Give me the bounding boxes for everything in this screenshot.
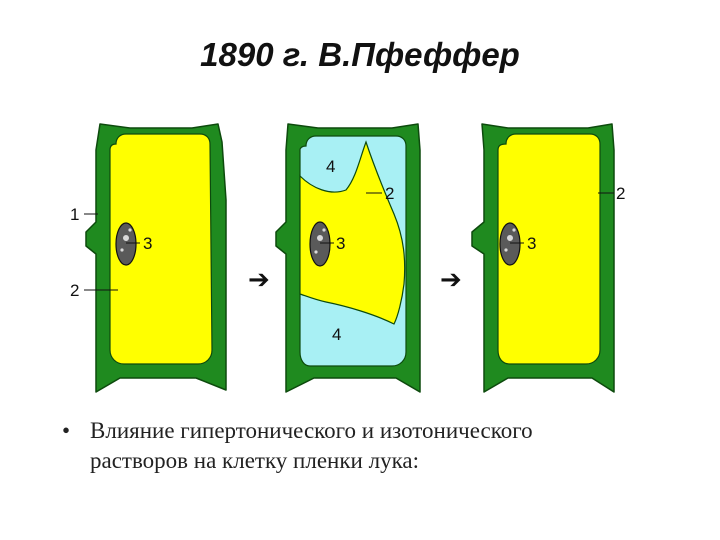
caption-line: растворов на клетку пленки лука:	[90, 448, 419, 473]
cell-1-cytoplasm	[109, 133, 213, 365]
process-arrow-icon: ➔	[440, 265, 462, 295]
cell-3	[471, 123, 615, 393]
bullet-icon: •	[62, 418, 71, 443]
label-vacuole-solution: 4	[332, 325, 341, 344]
caption-line: Влияние гипертонического и изотоническог…	[90, 418, 533, 443]
slide-title: 1890 г. В.Пфеффер	[200, 36, 520, 73]
cell-2-nucleolus	[317, 235, 323, 241]
label-vacuole-solution: 4	[326, 157, 335, 176]
cell-3-nucleus-speck	[512, 228, 516, 232]
cell-3-nucleus-speck	[504, 248, 508, 252]
process-arrow-icon: ➔	[248, 265, 270, 295]
cell-1-nucleus-speck	[128, 228, 132, 232]
label-cytoplasm: 2	[385, 184, 394, 203]
cell-1-nucleus-speck	[120, 248, 124, 252]
cell-3-nucleus	[499, 222, 521, 266]
label-nucleus: 3	[527, 234, 536, 253]
label-nucleus: 3	[336, 234, 345, 253]
cell-1-nucleus	[115, 222, 137, 266]
cell-2-nucleus	[309, 221, 331, 267]
leader-lines	[84, 192, 614, 291]
caption-text: Влияние гипертонического и изотоническог…	[90, 416, 682, 476]
cell-1-nucleolus	[123, 235, 129, 241]
label-nucleus: 3	[143, 234, 152, 253]
cell-3-cytoplasm	[497, 133, 601, 365]
cell-2	[275, 123, 421, 393]
cell-1	[85, 123, 227, 393]
cell-2-protoplast	[299, 140, 406, 325]
cell-3-nucleolus	[507, 235, 513, 241]
caption-bullet-item: • Влияние гипертонического и изотоническ…	[62, 416, 682, 476]
label-cytoplasm: 2	[70, 281, 79, 300]
cell-2-nucleus-speck	[322, 228, 326, 232]
label-cell-wall: 1	[70, 205, 79, 224]
cell-2-nucleus-speck	[314, 250, 318, 254]
label-cytoplasm: 2	[616, 184, 625, 203]
